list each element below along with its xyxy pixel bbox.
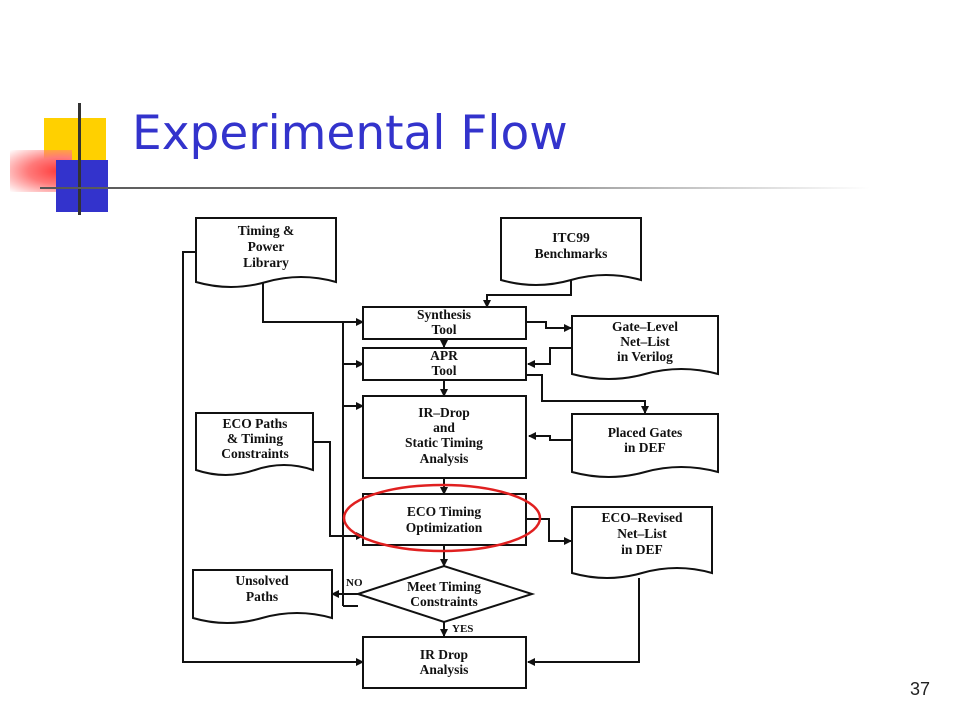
doc-itc99-benchmarks [500, 217, 642, 286]
box-irdrop-sta [362, 395, 527, 479]
edge-netlist-to-apr [527, 347, 571, 368]
title-decoration-vertical-line [78, 103, 81, 215]
page-number: 37 [909, 679, 930, 699]
edge-apr-to-placed-gates [526, 374, 649, 414]
decision-meet-timing [354, 564, 536, 624]
doc-eco-revised-netlist [571, 506, 713, 579]
box-apr-tool [362, 347, 527, 381]
edge-eco-to-revised [526, 518, 572, 545]
edge-placed-gates-to-irdrop [528, 432, 572, 441]
edge-revised-to-irdrop-analysis [527, 578, 640, 666]
doc-eco-paths-constraints [195, 412, 314, 476]
doc-unsolved-paths [192, 569, 333, 624]
eco-highlight-ellipse [342, 483, 542, 553]
box-synthesis-tool [362, 306, 527, 340]
edge-library-to-synthesis [262, 282, 364, 326]
doc-timing-power-library [195, 217, 337, 288]
edge-label-yes: YES [452, 623, 473, 635]
box-ir-drop-analysis [362, 636, 527, 689]
edge-synthesis-to-netlist [526, 321, 572, 332]
title-decoration-blue-square [56, 160, 108, 212]
slide-title: Experimental Flow [132, 106, 568, 161]
edge-library-loop-to-irdrop-analysis [182, 251, 364, 666]
doc-gate-level-netlist [571, 315, 719, 380]
edge-itc99-to-synthesis [483, 280, 572, 308]
shapes [192, 217, 719, 689]
title-underline [40, 187, 870, 189]
edge-ecopaths-to-eco [313, 441, 364, 540]
doc-placed-gates-def [571, 413, 719, 478]
edge-label-no: NO [346, 577, 363, 589]
connectors [182, 251, 649, 666]
box-eco-timing-optimization [362, 493, 527, 546]
